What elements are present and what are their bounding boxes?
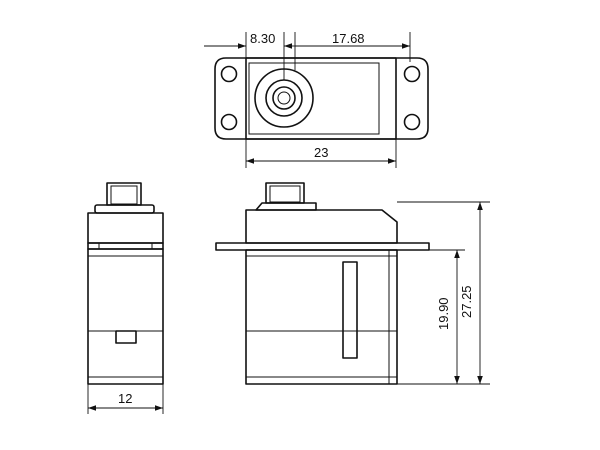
dim-label-top-right-width: 17.68 <box>332 31 365 46</box>
mounting-hole-top-right <box>403 65 421 83</box>
top-view-body <box>245 57 397 140</box>
side-view-dimensions: 12 <box>87 384 164 414</box>
output-spline <box>272 86 296 110</box>
dim-label-top-body-width: 23 <box>314 145 328 160</box>
top-view-inner-panel <box>248 62 380 135</box>
front-view-left-flange <box>215 242 246 251</box>
mounting-hole-top-left <box>220 65 238 83</box>
front-view-dimensions: 19.90 27.25 <box>397 201 490 385</box>
output-gear-mid <box>265 79 303 117</box>
dim-label-body-height: 19.90 <box>436 297 451 330</box>
top-view-dimensions: 8.30 17.68 23 <box>204 31 411 168</box>
mounting-hole-bottom-right <box>403 113 421 131</box>
top-view-flange <box>214 57 429 140</box>
front-view-lower-case <box>245 249 398 385</box>
dim-label-top-left-width: 8.30 <box>250 31 275 46</box>
side-view-upper-case <box>87 212 164 244</box>
front-view-label-slot <box>342 261 358 359</box>
dim-label-side-width: 12 <box>118 391 132 406</box>
side-view <box>87 182 164 385</box>
mounting-hole-bottom-left <box>220 113 238 131</box>
side-view-cable-exit <box>115 330 137 344</box>
front-view-upper-case <box>245 209 398 244</box>
top-view <box>214 57 429 140</box>
dim-label-total-height: 27.25 <box>459 285 474 318</box>
front-view <box>215 182 430 385</box>
output-shaft-center <box>277 91 291 105</box>
front-view-right-flange <box>397 242 430 251</box>
side-view-lower-case <box>87 248 164 385</box>
